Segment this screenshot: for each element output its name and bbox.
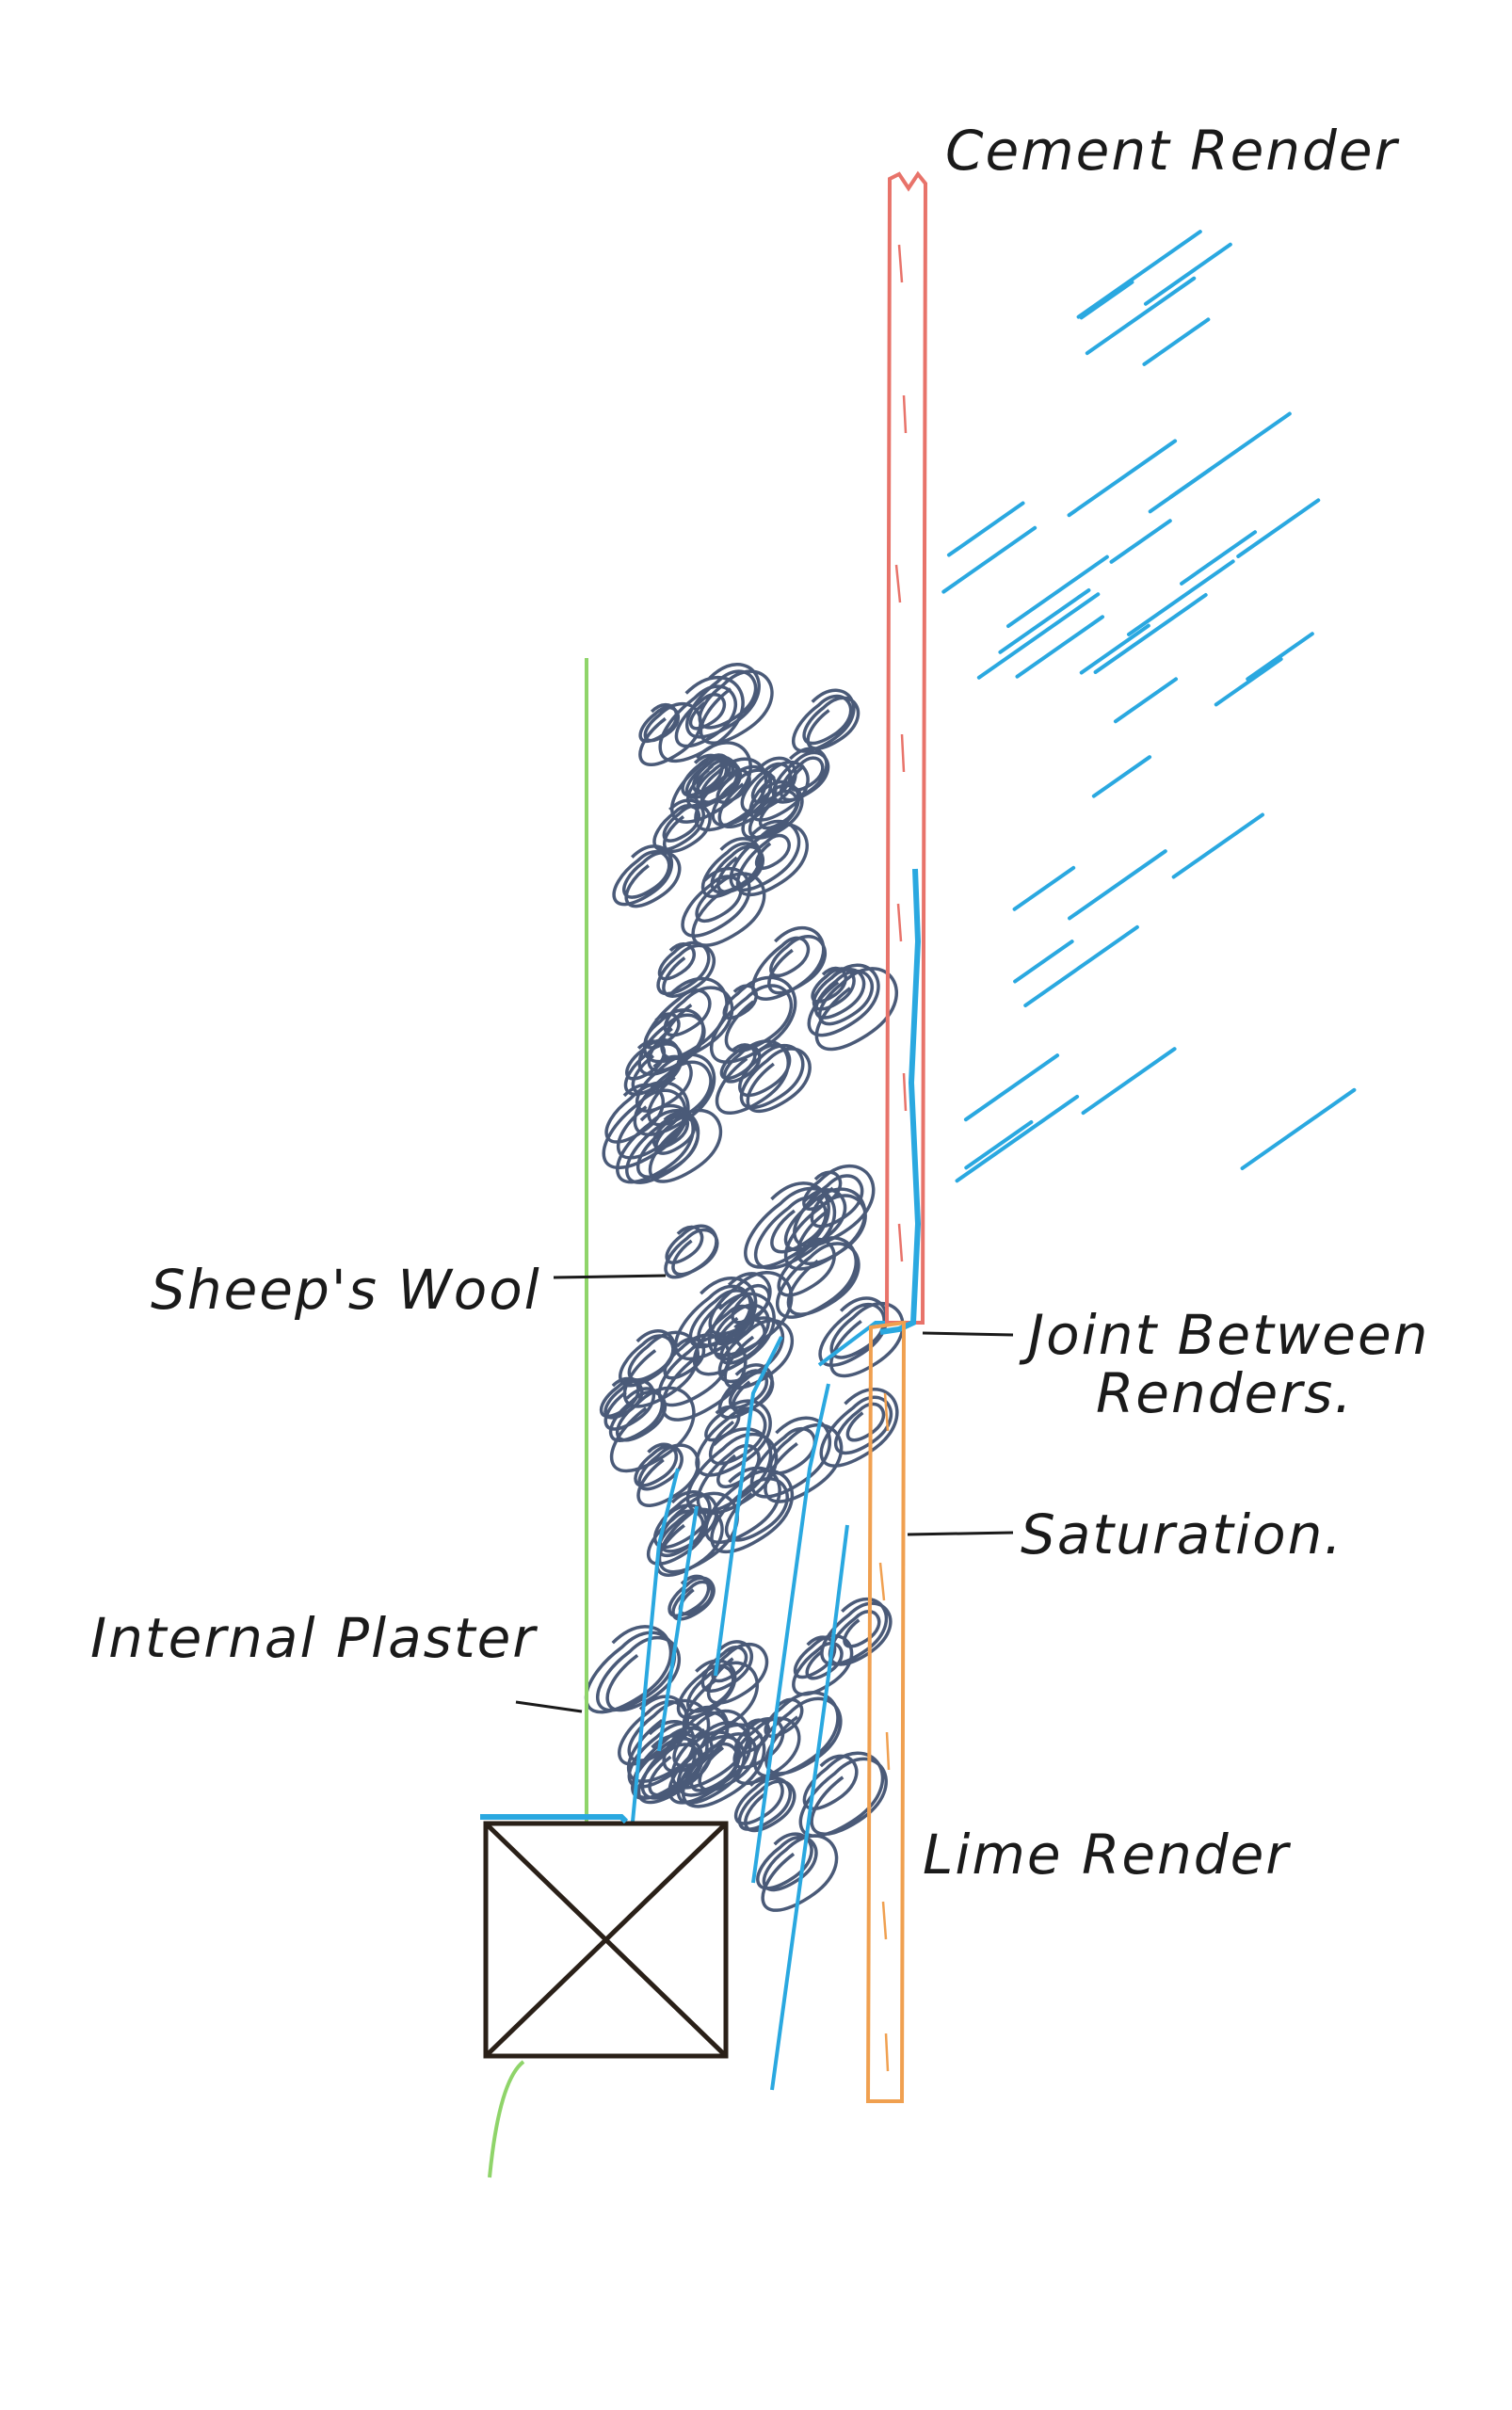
rain-dash [955,1094,1080,1183]
wool-scribble [652,798,712,854]
wool-scribble [772,747,830,804]
wool-scribble [708,1270,794,1358]
sheeps-wool-insulation [584,663,905,1912]
rain-dash [963,1053,1060,1122]
label-joint-line1: Joint Between [1019,1303,1429,1367]
wool-scribble [792,688,861,753]
wool-scribble [685,663,774,745]
lime-render [865,1320,907,2103]
rain-dash [1091,755,1152,798]
wool-scribble [751,926,827,1001]
label-sheeps-wool: Sheep's Wool [151,1258,541,1322]
wool-scribble [798,1751,888,1838]
wool-scribble [658,675,745,763]
label-lime-render: Lime Render [923,1823,1291,1887]
rain-dash [1126,559,1235,636]
wool-scribble [643,976,734,1064]
wool-scribble [738,1043,812,1113]
wool-scribble [776,1236,861,1319]
rain-dash [1236,498,1321,558]
rain-penetration-line [879,868,922,1335]
rain-dash [946,501,1025,557]
rain-dash [1013,940,1074,984]
wool-scribble [818,1296,905,1378]
wool-scribble [656,940,716,998]
rain-dash [1076,230,1202,319]
leader-lines [515,1274,1014,1713]
rain-dash [1109,519,1172,564]
rain-dash [964,1119,1034,1170]
wool-scribble [608,1386,696,1473]
rain-dash [976,592,1101,680]
wool-scribble [631,1733,704,1805]
wool-scribble [717,1316,795,1390]
rain-marks [941,230,1357,1183]
rain-dash [1214,657,1283,707]
rain-dash [1168,411,1292,500]
rain-dash [1012,865,1076,911]
wool-scribble [668,1574,716,1621]
rain-dash [998,587,1091,654]
label-cement-render: Cement Render [945,119,1400,183]
rain-dash [1085,276,1197,356]
wool-scribble [619,1329,700,1408]
wool-scribble [710,975,797,1064]
rain-dash [1081,1047,1177,1116]
wool-scribble [681,753,739,810]
wool-scribble [741,779,804,840]
wool-scribble [700,837,764,899]
wool-scribble [814,967,898,1052]
label-saturation: Saturation. [1021,1502,1343,1566]
wool-scribble [676,1659,760,1739]
internal-plaster [488,658,588,2178]
saturation-lines [631,1321,909,2091]
label-internal-plaster: Internal Plaster [90,1606,538,1670]
rain-dash [1093,592,1208,674]
plaster-base-line [480,1814,629,1824]
wool-scribble [623,1038,684,1097]
rain-dash [1068,849,1167,921]
wool-scribble [729,819,809,896]
wool-scribble [783,1187,867,1271]
wool-scribble [819,1388,899,1468]
wool-scribble [657,1333,748,1422]
rain-dash [1143,242,1232,306]
rain-dash [1171,812,1265,879]
rain-dash [1023,924,1139,1007]
rain-dash [1079,280,1134,320]
wool-scribble [685,1427,779,1516]
rain-dash [1079,623,1150,675]
wool-scribble [612,844,682,908]
wool-scribble [616,1103,700,1184]
wool-scribble [715,1039,790,1115]
cement-render [884,170,928,1325]
rain-dash [1142,317,1211,366]
rain-dash [1240,1087,1357,1170]
label-joint-line2: Renders. [1096,1361,1354,1425]
wool-scribble [681,866,766,947]
rain-dash [1067,439,1178,518]
rain-dash [1180,530,1258,586]
wool-scribble [700,1640,769,1705]
wool-scribble [664,1224,719,1279]
wool-scribble [648,1108,723,1183]
wool-scribble [733,1775,796,1833]
rain-dash [1006,554,1109,629]
rain-dash [1246,632,1314,682]
wool-scribble [704,1466,795,1553]
wool-scribble [756,1832,839,1912]
rain-dash [941,525,1037,594]
rain-dash [1015,615,1105,679]
timber-joist [483,1821,729,2059]
rain-dash [1113,677,1179,724]
